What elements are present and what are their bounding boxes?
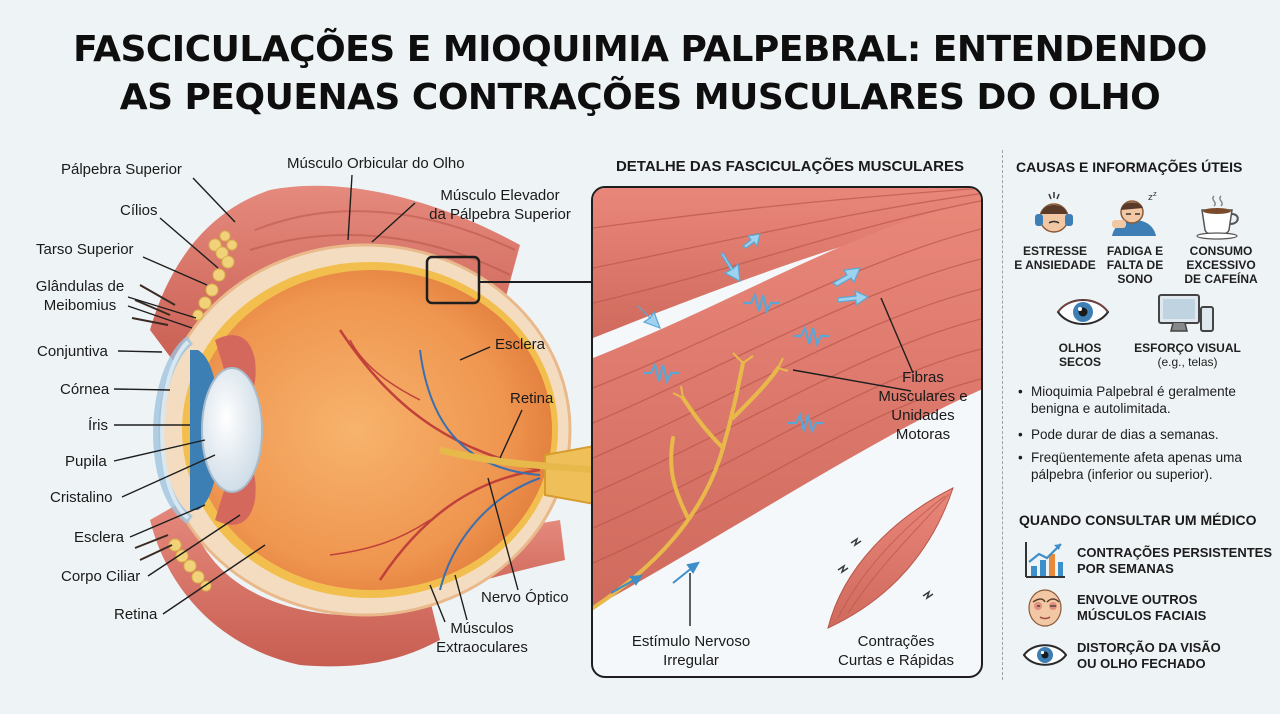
eye-icon — [1056, 299, 1110, 325]
info-bullet-1-line1: Mioquimia Palpebral é geralmente — [1031, 384, 1236, 399]
bullet-dot: • — [1018, 427, 1023, 442]
label-fibras-line1: Fibras — [902, 369, 944, 386]
detail-callout-box — [425, 255, 481, 305]
sleep-icon: z z — [1112, 190, 1157, 236]
cause-stress-label: ESTRESSE E ANSIEDADE — [1010, 244, 1100, 272]
label-estimulo-line2: Irregular — [663, 652, 719, 669]
label-palpebra-superior: Pálpebra Superior — [61, 161, 182, 178]
eye-cross-section — [113, 174, 600, 667]
info-bullet-3-line2: pálpebra (inferior ou superior). — [1031, 467, 1213, 482]
doctor-item-2-line2: MÚSCULOS FACIAIS — [1077, 608, 1207, 623]
info-bullet-1: • Mioquimia Palpebral é geralmente benig… — [1018, 383, 1268, 417]
face-icon — [1028, 589, 1062, 627]
label-cilios: Cílios — [120, 202, 158, 219]
label-retina-right: Retina — [510, 390, 554, 407]
label-pupila: Pupila — [65, 453, 107, 470]
label-contracoes-line2: Curtas e Rápidas — [838, 652, 954, 669]
label-fibras-line4: Motoras — [895, 426, 951, 443]
label-musculos-line2: Extraoculares — [436, 639, 528, 656]
lower-eyelid — [150, 500, 440, 667]
cause-screen-line1: ESFORÇO VISUAL — [1134, 341, 1241, 355]
label-retina-left: Retina — [114, 606, 158, 623]
label-musculo-elevador-line1: Músculo Elevador — [440, 187, 560, 204]
label-fibras-line2: Musculares e — [878, 388, 968, 405]
detail-panel: Fibras Musculares e Unidades Motoras Est… — [591, 186, 983, 678]
label-fibras-musculares: Fibras Musculares e Unidades Motoras — [863, 368, 981, 444]
label-nervo-optico: Nervo Óptico — [481, 589, 569, 606]
doctor-item-3-line2: OU OLHO FECHADO — [1077, 656, 1206, 671]
detail-heading: DETALHE DAS FASCICULAÇÕES MUSCULARES — [615, 158, 965, 175]
label-conjuntiva: Conjuntiva — [37, 343, 108, 360]
label-glandulas-meibomius: Glândulas de Meibomius — [25, 277, 135, 315]
cause-dry-eye-line2: SECOS — [1058, 355, 1101, 369]
title-line-1: FASCICULAÇÕES E MIOQUIMIA PALPEBRAL: ENT… — [73, 29, 1207, 70]
label-cornea: Córnea — [60, 381, 110, 398]
label-estimulo-line1: Estímulo Nervoso — [631, 633, 751, 650]
label-estimulo-nervoso: Estímulo Nervoso Irregular — [611, 632, 771, 670]
info-bullet-2: • Pode durar de dias a semanas. — [1018, 426, 1268, 443]
panel-divider — [1002, 150, 1003, 680]
label-musculos-line1: Músculos — [450, 620, 514, 637]
cause-stress-line2: E ANSIEDADE — [1014, 258, 1096, 272]
cause-sleep-line2: FALTA DE — [1106, 258, 1164, 272]
muscle-fibers-illustration — [593, 188, 981, 629]
optic-nerve — [544, 443, 600, 507]
label-musculo-elevador-line2: da Pálpebra Superior — [429, 206, 571, 223]
cause-sleep-label: FADIGA E FALTA DE SONO — [1095, 244, 1175, 286]
doctor-item-3-line1: DISTORÇÃO DA VISÃO — [1077, 640, 1221, 655]
meibomian-glands — [168, 230, 238, 592]
upper-eyelid — [150, 185, 520, 370]
coffee-icon — [1196, 195, 1239, 240]
doctor-item-1-line2: POR SEMANAS — [1077, 561, 1174, 576]
cause-stress-line1: ESTRESSE — [1022, 244, 1088, 258]
label-fibras-line3: Unidades — [891, 407, 955, 424]
doctor-item-1: CONTRAÇÕES PERSISTENTES POR SEMANAS — [1077, 545, 1277, 577]
label-esclera-right: Esclera — [495, 336, 546, 353]
bullet-dot: • — [1018, 384, 1023, 399]
svg-text:z: z — [1153, 190, 1157, 198]
doctor-item-2-line1: ENVOLVE OUTROS — [1077, 592, 1198, 607]
label-tarso-superior: Tarso Superior — [36, 241, 134, 258]
title-line-2: AS PEQUENAS CONTRAÇÕES MUSCULARES DO OLH… — [119, 77, 1161, 118]
cause-dry-eye-line1: OLHOS — [1058, 341, 1102, 355]
label-musculo-elevador: Músculo Elevador da Pálpebra Superior — [410, 186, 590, 224]
bullet-dot: • — [1018, 450, 1023, 465]
label-esclera-left: Esclera — [74, 529, 125, 546]
info-bullet-3: • Freqüentemente afeta apenas uma pálpeb… — [1018, 449, 1268, 483]
cause-screen-line2: (e.g., telas) — [1157, 355, 1218, 369]
label-contracoes-curtas: Contrações Curtas e Rápidas — [821, 632, 971, 670]
cause-sleep-line3: SONO — [1117, 272, 1153, 286]
cause-dry-eye-label: OLHOS SECOS — [1040, 341, 1120, 369]
doctor-heading: QUANDO CONSULTAR UM MÉDICO — [1019, 512, 1257, 528]
info-bullet-3-line1: Freqüentemente afeta apenas uma — [1031, 450, 1242, 465]
label-glandulas-line2: Meibomius — [43, 297, 117, 314]
label-musculos-extraoculares: Músculos Extraoculares — [422, 619, 542, 657]
chart-up-icon — [1025, 542, 1065, 578]
label-contracoes-line1: Contrações — [857, 633, 935, 650]
page-title: FASCICULAÇÕES E MIOQUIMIA PALPEBRAL: ENT… — [0, 26, 1280, 122]
cause-coffee-line2: EXCESSIVO — [1186, 258, 1256, 272]
cause-coffee-label: CONSUMO EXCESSIVO DE CAFEÍNA — [1176, 244, 1266, 286]
label-glandulas-line1: Glândulas de — [35, 278, 125, 295]
cause-coffee-line1: CONSUMO — [1189, 244, 1253, 258]
label-musculo-orbicular: Músculo Orbicular do Olho — [287, 155, 465, 172]
doctor-item-3: DISTORÇÃO DA VISÃO OU OLHO FECHADO — [1077, 640, 1277, 672]
stress-icon — [1035, 192, 1073, 233]
cause-screen-label: ESFORÇO VISUAL (e.g., telas) — [1125, 341, 1250, 369]
label-iris: Íris — [88, 417, 108, 434]
svg-text:z: z — [1148, 193, 1153, 203]
label-corpo-ciliar: Corpo Ciliar — [61, 568, 141, 585]
info-bullet-2-line1: Pode durar de dias a semanas. — [1031, 427, 1219, 442]
lens-shape — [201, 367, 263, 493]
screen-icon — [1158, 294, 1214, 332]
doctor-item-2: ENVOLVE OUTROS MÚSCULOS FACIAIS — [1077, 592, 1277, 624]
causes-heading: CAUSAS E INFORMAÇÕES ÚTEIS — [1016, 159, 1243, 175]
doctor-item-1-line1: CONTRAÇÕES PERSISTENTES — [1077, 545, 1273, 560]
info-bullet-1-line2: benigna e autolimitada. — [1031, 401, 1171, 416]
label-cristalino: Cristalino — [50, 489, 113, 506]
cause-coffee-line3: DE CAFEÍNA — [1184, 272, 1258, 286]
eye-icon — [1022, 644, 1068, 666]
cause-sleep-line1: FADIGA E — [1106, 244, 1164, 258]
